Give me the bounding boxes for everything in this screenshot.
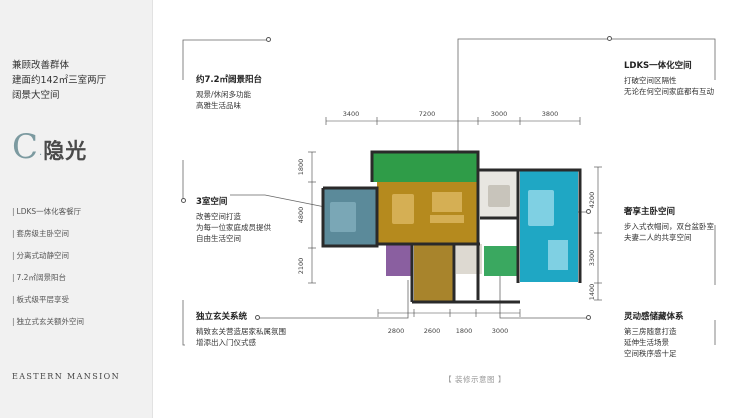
feature-item: |板式级平层享受 — [12, 294, 84, 316]
tagline-line: 阔景大空间 — [12, 90, 60, 101]
callout-line: 步入式衣帽间，双台盆卧室 — [624, 222, 714, 231]
feature-text: 套房级主卧空间 — [16, 229, 70, 238]
callout-storage: 灵动感储藏体系 第三房随意打造 延伸生活场景 空间秩序感十足 — [624, 311, 684, 359]
dim-left-1: 1800 — [297, 159, 305, 176]
dimension-lines — [308, 117, 602, 317]
callout-three-rooms: 3室空间 改善空间打造 为每一位家庭成员提供 自由生活空间 — [196, 196, 271, 244]
callout-line: 自由生活空间 — [196, 234, 241, 243]
marker-dot — [181, 198, 186, 203]
walls — [321, 150, 582, 304]
leader-line — [182, 39, 270, 80]
unit-type-name: 隐光 — [43, 138, 88, 163]
balcony-area — [372, 152, 478, 182]
feature-bar: | — [12, 207, 15, 216]
furniture — [488, 185, 510, 207]
feature-item: |独立式玄关额外空间 — [12, 316, 84, 338]
callout-line: 观景/休闲多功能 — [196, 90, 252, 99]
leader-line — [258, 280, 409, 319]
panel-divider — [152, 0, 153, 418]
feature-text: 7.2㎡阔景阳台 — [16, 273, 66, 282]
dim-top-4: 3800 — [542, 110, 559, 118]
dim-right-2: 3300 — [588, 250, 596, 267]
leader-line — [610, 38, 716, 80]
plan-caption: 【 装修示意图 】 — [444, 375, 506, 384]
leader-lines — [182, 38, 716, 346]
marker-dot — [607, 36, 612, 41]
leader-line — [230, 194, 341, 211]
feature-bar: | — [12, 273, 15, 282]
callout-line: 增添出入门仪式感 — [196, 338, 256, 347]
left-panel: 兼顾改善群体 建面约142㎡三室两厅 阔景大空间 C · 隐光 |LDKS一体化… — [0, 0, 152, 418]
dim-top-2: 7200 — [419, 110, 436, 118]
feature-item: |LDKS一体化客餐厅 — [12, 206, 84, 228]
leader-line — [457, 38, 610, 158]
dim-top-1: 3400 — [343, 110, 360, 118]
callout-entrance: 独立玄关系统 精致玄关营造居家私属氛围 增添出入门仪式感 — [196, 311, 286, 348]
dim-bottom-4: 3000 — [492, 327, 509, 335]
dim-right-3: 1400 — [588, 284, 596, 301]
feature-text: 板式级平层享受 — [16, 295, 70, 304]
callout-line: 夫妻二人的共享空间 — [624, 233, 692, 242]
feature-text: LDKS一体化客餐厅 — [16, 207, 82, 216]
feature-text: 分离式动静空间 — [16, 251, 70, 260]
callout-title: 奢享主卧空间 — [624, 207, 676, 217]
callout-title: 3室空间 — [196, 197, 228, 207]
entrance-area — [414, 244, 454, 302]
feature-item: |套房级主卧空间 — [12, 228, 84, 250]
storage-area — [484, 246, 518, 276]
callout-ldks: LDKS一体化空间 打破空间区隔性 无论在何空间家庭都有互动 — [624, 60, 714, 97]
leader-line — [499, 262, 590, 319]
furniture — [528, 190, 568, 270]
dim-top-3: 3000 — [491, 110, 508, 118]
callout-master: 奢享主卧空间 步入式衣帽间，双台盆卧室 夫妻二人的共享空间 — [624, 206, 714, 243]
unit-type-title: C · 隐光 — [12, 130, 87, 165]
tagline-line: 建面约142㎡三室两厅 — [12, 75, 107, 86]
marker-dot — [586, 209, 591, 214]
feature-bar: | — [12, 317, 15, 326]
feature-item: |分离式动静空间 — [12, 250, 84, 272]
callout-title: 独立玄关系统 — [196, 312, 248, 322]
feature-item: |7.2㎡阔景阳台 — [12, 272, 84, 294]
feature-bar: | — [12, 229, 15, 238]
feature-text: 独立式玄关额外空间 — [16, 317, 85, 326]
dim-bottom-3: 1800 — [456, 327, 473, 335]
leader-line — [182, 300, 185, 346]
bathroom-area — [386, 244, 412, 276]
marker-dot — [255, 315, 260, 320]
unit-type-dot: · — [39, 150, 43, 161]
marker-dot — [266, 37, 271, 42]
dim-bottom-2: 2600 — [424, 327, 441, 335]
callout-title: 约7.2㎡阔景阳台 — [196, 75, 263, 85]
furniture — [392, 192, 464, 224]
dim-right-1: 4200 — [588, 192, 596, 209]
callout-line: 无论在何空间家庭都有互动 — [624, 87, 714, 96]
feature-bar: | — [12, 295, 15, 304]
dim-bottom-1: 2800 — [388, 327, 405, 335]
unit-type-letter: C — [12, 127, 39, 167]
callout-line: 第三房随意打造 — [624, 327, 677, 336]
furniture — [330, 202, 356, 232]
feature-bar: | — [12, 251, 15, 260]
callout-line: 延伸生活场景 — [624, 338, 669, 347]
tagline: 兼顾改善群体 建面约142㎡三室两厅 阔景大空间 — [12, 58, 106, 103]
callout-line: 高雅生活品味 — [196, 101, 241, 110]
feature-list: |LDKS一体化客餐厅 |套房级主卧空间 |分离式动静空间 |7.2㎡阔景阳台 … — [12, 206, 84, 338]
marker-dot — [586, 315, 591, 320]
callout-line: 改善空间打造 — [196, 212, 241, 221]
callout-title: LDKS一体化空间 — [624, 61, 692, 71]
callout-line: 精致玄关营造居家私属氛围 — [196, 327, 286, 336]
callout-line: 为每一位家庭成员提供 — [196, 223, 271, 232]
callout-title: 灵动感储藏体系 — [624, 312, 684, 322]
callout-line: 空间秩序感十足 — [624, 349, 677, 358]
callout-line: 打破空间区隔性 — [624, 76, 677, 85]
dim-left-2: 4800 — [297, 207, 305, 224]
footer-brand: EASTERN MANSION — [12, 372, 121, 381]
tagline-line: 兼顾改善群体 — [12, 60, 70, 71]
callout-balcony: 约7.2㎡阔景阳台 观景/休闲多功能 高雅生活品味 — [196, 74, 262, 111]
dim-left-3: 2100 — [297, 258, 305, 275]
